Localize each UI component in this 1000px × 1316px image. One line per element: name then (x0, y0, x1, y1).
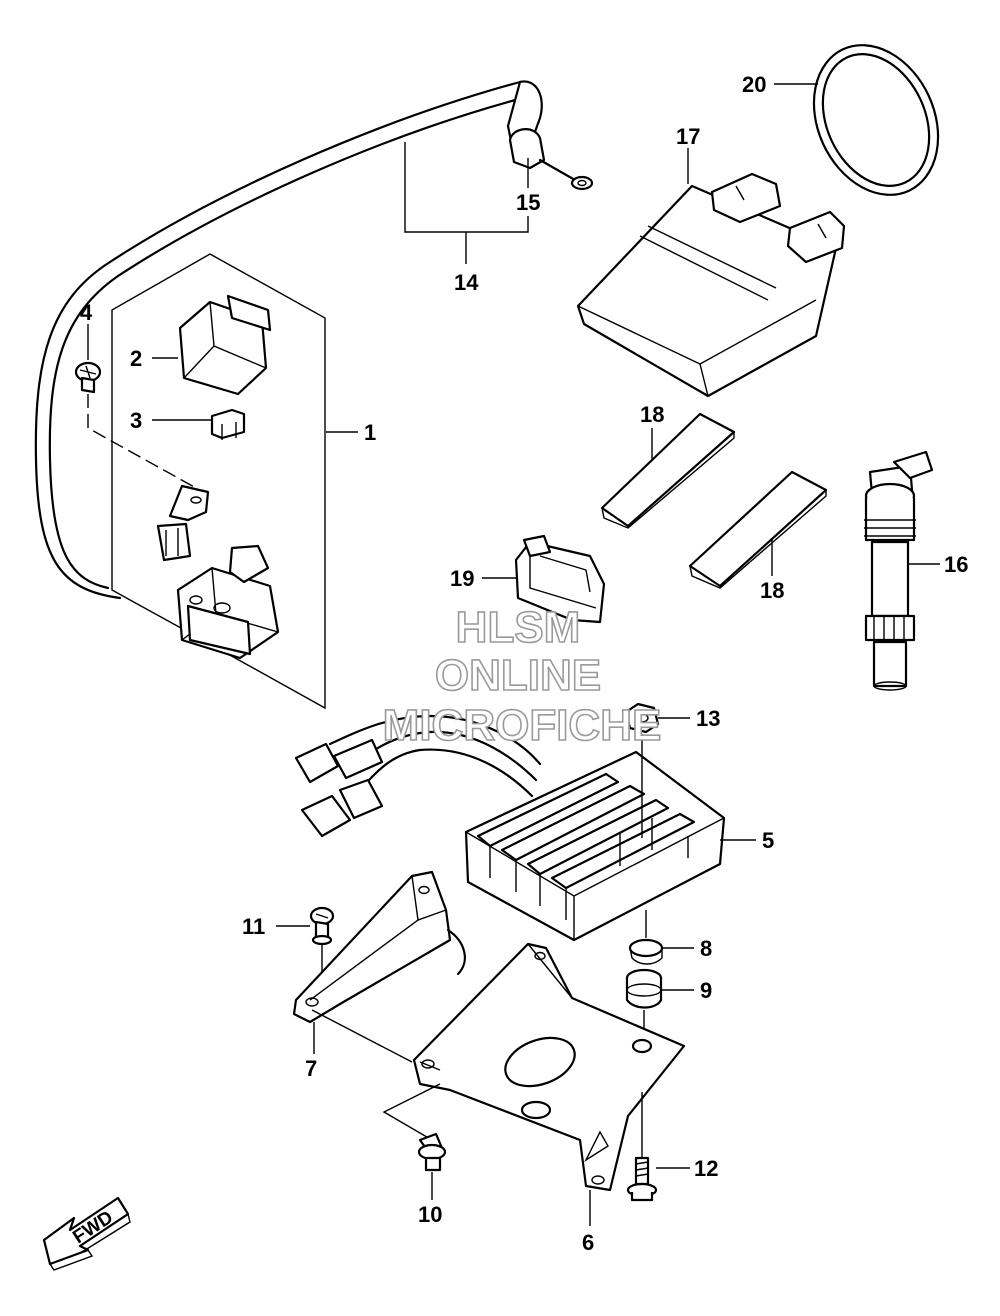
grommet[interactable] (625, 968, 663, 1009)
callout-8[interactable]: 8 (700, 936, 712, 961)
callout-4[interactable]: 4 (80, 300, 93, 325)
callout-17[interactable]: 17 (676, 124, 700, 149)
mounting-plate[interactable] (412, 942, 686, 1192)
connector[interactable] (514, 534, 606, 624)
callout-2[interactable]: 2 (130, 346, 142, 371)
watermark-line-2: ONLINE (435, 651, 601, 700)
regulator-harness[interactable] (294, 714, 542, 838)
watermark-line-3: MICROFICHE (383, 701, 662, 750)
callout-10[interactable]: 10 (418, 1202, 442, 1227)
callout-6[interactable]: 6 (582, 1230, 594, 1255)
bolt-lower-left[interactable] (417, 1132, 447, 1172)
collar[interactable] (628, 938, 664, 965)
callout-labels: 1 2 3 4 5 6 7 8 9 10 11 12 13 14 15 16 1… (80, 72, 968, 1255)
callout-20[interactable]: 20 (742, 72, 766, 97)
watermark: HLSM ONLINE MICROFICHE (382, 602, 662, 751)
starter-relay[interactable] (156, 484, 280, 660)
callout-16[interactable]: 16 (944, 552, 968, 577)
callout-14[interactable]: 14 (454, 270, 479, 295)
callout-5[interactable]: 5 (762, 828, 774, 853)
ignition-coil[interactable] (864, 450, 934, 691)
callout-9[interactable]: 9 (700, 978, 712, 1003)
callout-13[interactable]: 13 (696, 706, 720, 731)
bracket-small[interactable] (292, 870, 466, 1024)
ecu[interactable] (576, 172, 846, 398)
nut[interactable] (624, 702, 660, 734)
callout-leaders (87, 83, 940, 1226)
foam-pad-upper[interactable] (600, 412, 736, 529)
callout-1[interactable]: 1 (364, 420, 376, 445)
bolt-upper[interactable] (309, 906, 335, 946)
watermark-line-1: HLSM (456, 603, 581, 652)
regulator-rectifier[interactable] (464, 750, 726, 942)
bolt-lower-right[interactable] (626, 1156, 658, 1202)
callout-18-lower[interactable]: 18 (760, 578, 784, 603)
callout-15[interactable]: 15 (516, 190, 540, 215)
bolt-10-leader (382, 1083, 441, 1141)
callout-19[interactable]: 19 (450, 566, 474, 591)
callout-12[interactable]: 12 (694, 1156, 718, 1181)
relay-screw[interactable] (74, 361, 102, 394)
callout-14-bracket (404, 142, 529, 264)
callout-7[interactable]: 7 (305, 1056, 317, 1081)
battery-cable[interactable] (34, 80, 594, 600)
callout-3[interactable]: 3 (130, 408, 142, 433)
foam-pad-lower[interactable] (688, 470, 828, 589)
fwd-direction-badge: FWD (42, 1196, 131, 1271)
bracket-link-line (311, 1009, 413, 1063)
relay-cover[interactable] (178, 294, 272, 396)
callout-18-upper[interactable]: 18 (640, 402, 664, 427)
callout-11[interactable]: 11 (242, 914, 265, 939)
screw-4-leader (87, 394, 197, 489)
fuse[interactable] (210, 408, 246, 440)
ring-seal[interactable] (790, 25, 961, 215)
